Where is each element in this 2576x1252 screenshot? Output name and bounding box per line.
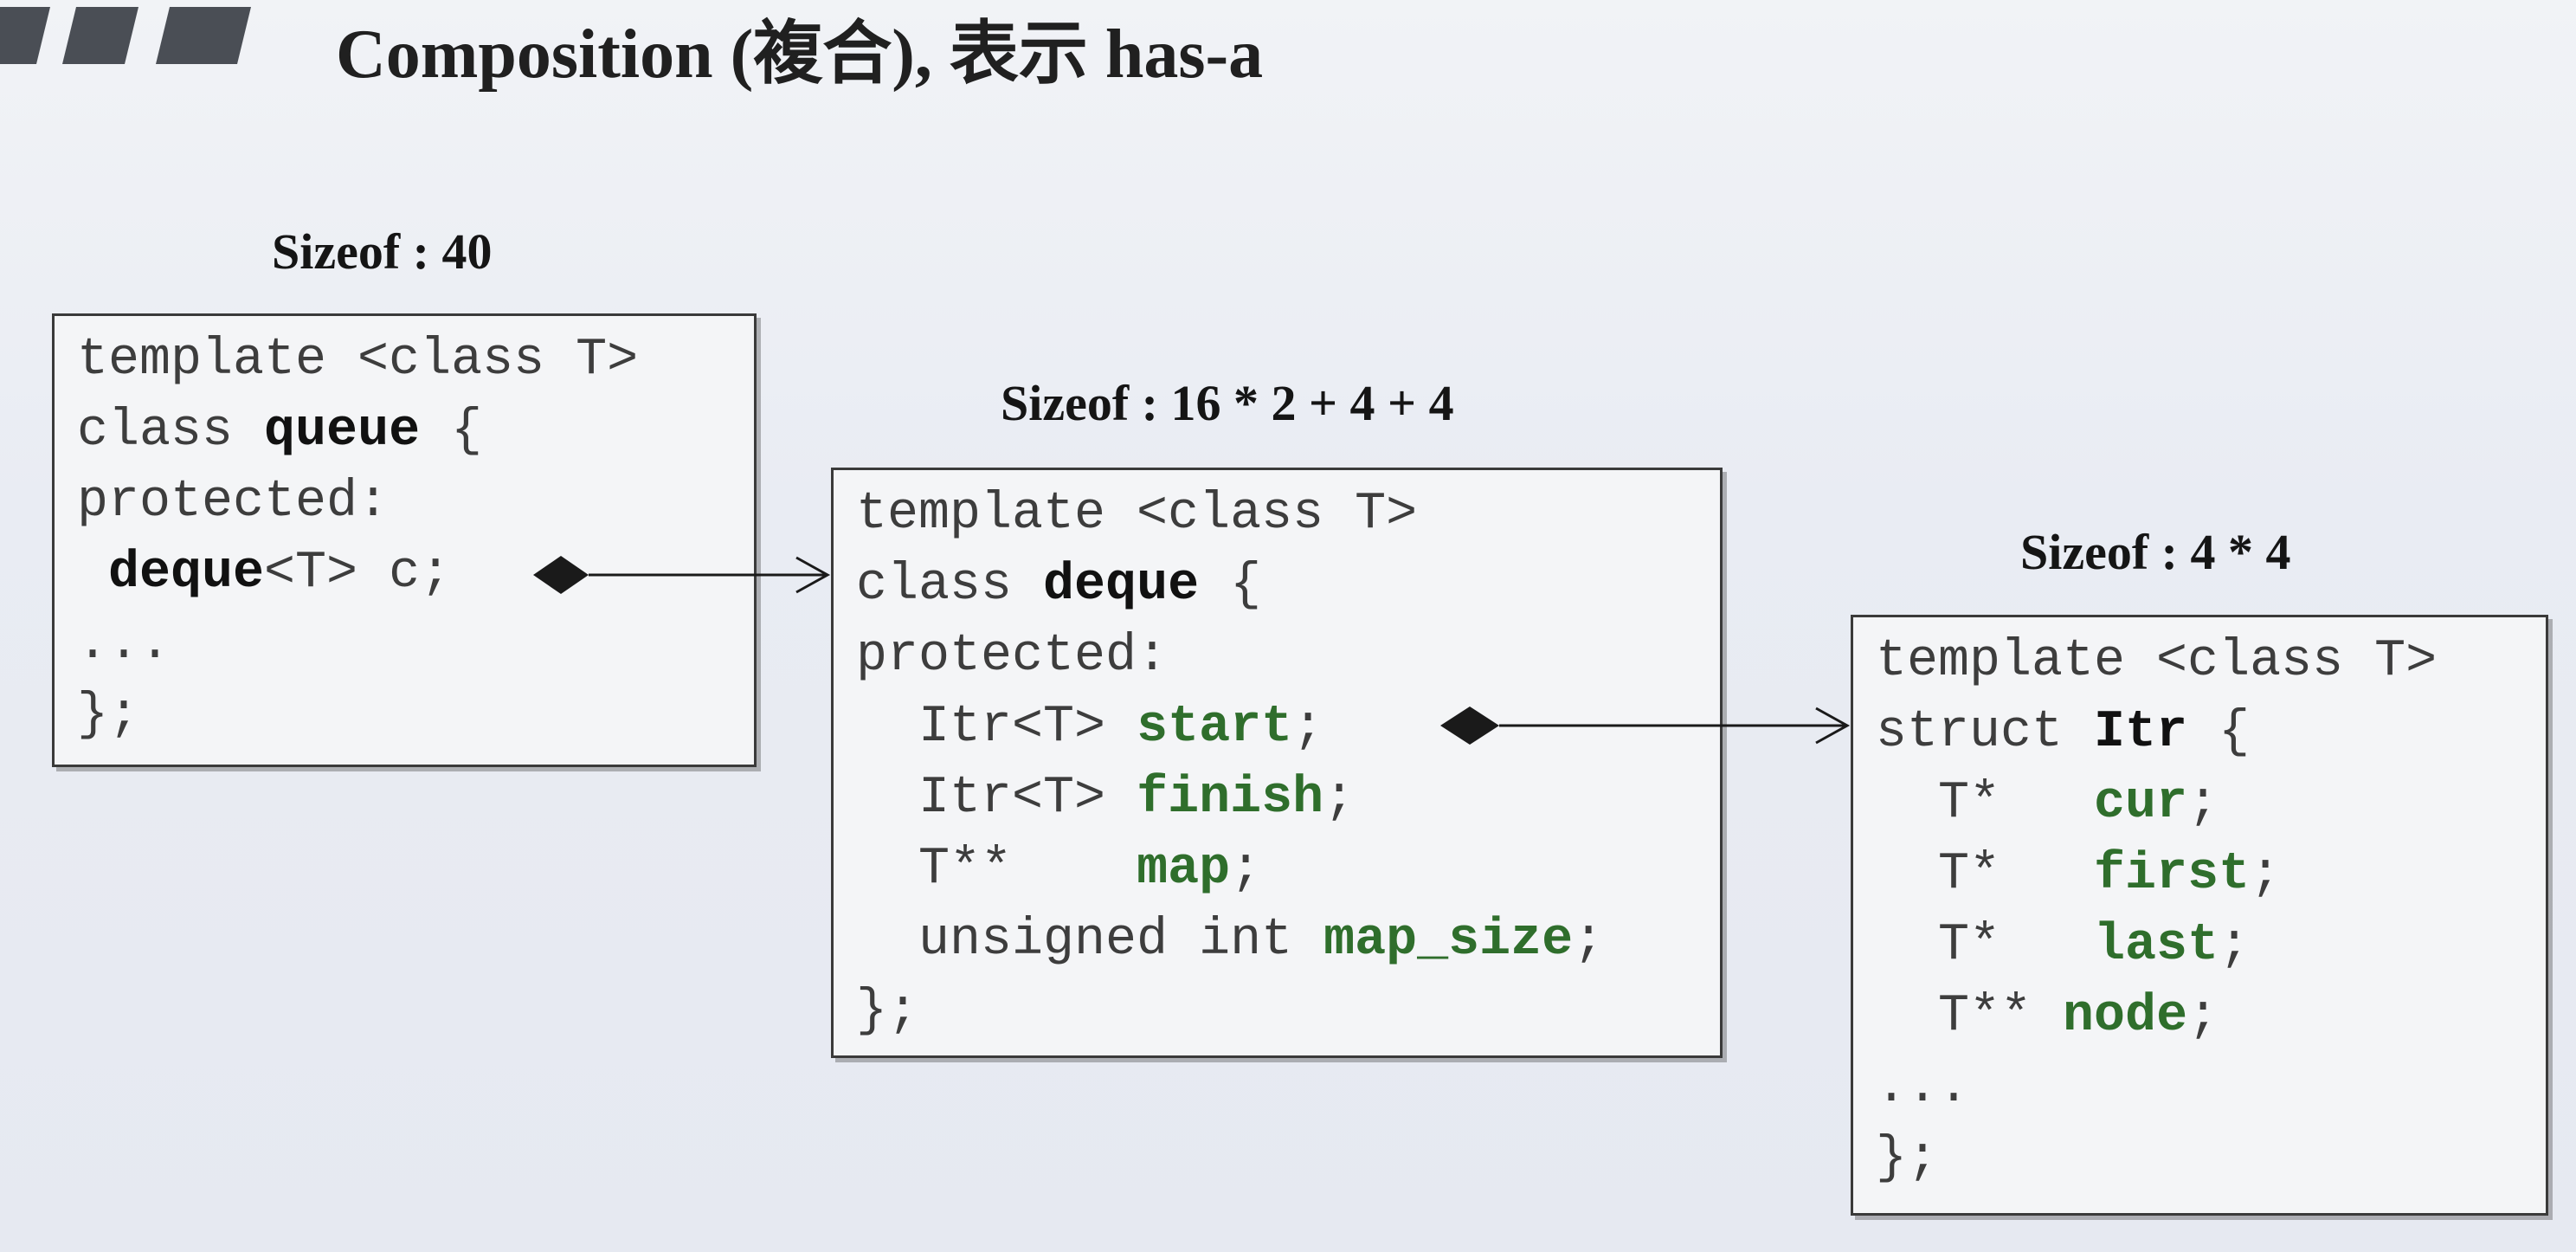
code-line: Itr<T> finish; — [856, 763, 1355, 834]
code-text: ; — [2187, 987, 2219, 1046]
type-name: deque — [1043, 556, 1200, 615]
arrow-head — [795, 556, 831, 594]
code-line: }; — [1876, 1123, 1938, 1194]
decoration-bar — [156, 7, 251, 64]
code-text: T* — [1876, 774, 2095, 833]
code-line: ... — [1876, 1052, 1969, 1123]
code-text: struct — [1876, 703, 2095, 762]
code-text: protected: — [77, 473, 390, 532]
code-line: template <class T> — [856, 479, 1417, 550]
code-text: class — [77, 402, 265, 461]
code-line: template <class T> — [77, 325, 638, 396]
member-name: node — [2063, 987, 2188, 1046]
code-text: unsigned int — [856, 911, 1324, 970]
member-name: map — [1137, 840, 1231, 899]
code-text: ... — [1876, 1058, 1970, 1117]
code-text: { — [1199, 556, 1262, 615]
slide-title: Composition (複合), 表示 has-a — [336, 16, 1264, 93]
code-line: protected: — [856, 621, 1168, 692]
type-name: queue — [264, 402, 421, 461]
member-name: map_size — [1323, 911, 1574, 970]
code-text: template <class T> — [77, 331, 639, 390]
code-line: class queue { — [77, 396, 482, 467]
code-text: T* — [1876, 916, 2095, 975]
member-name: start — [1137, 698, 1293, 757]
code-text: T** — [1876, 987, 2064, 1046]
deque-sizeof-label: Sizeof : 16 * 2 + 4 + 4 — [1001, 375, 1454, 431]
queue-class-box: template <class T> class queue { protected… — [52, 313, 757, 767]
code-line: }; — [856, 976, 918, 1047]
type-name: deque — [108, 544, 265, 603]
code-line: struct Itr { — [1876, 697, 2250, 768]
code-line: template <class T> — [1876, 626, 2437, 697]
code-text: ; — [1323, 769, 1356, 828]
title-decoration-bars — [0, 7, 251, 64]
code-line: unsigned int map_size; — [856, 905, 1604, 976]
member-name: last — [2094, 916, 2219, 975]
member-name: first — [2094, 845, 2251, 904]
code-text: ... — [77, 615, 171, 674]
code-text: ; — [1230, 840, 1262, 899]
code-text: Itr<T> — [856, 698, 1137, 757]
code-text: ; — [1573, 911, 1605, 970]
code-text: class — [856, 556, 1044, 615]
code-text: Itr<T> — [856, 769, 1137, 828]
code-text: <T> c; — [264, 544, 452, 603]
code-text: { — [420, 402, 483, 461]
code-text: }; — [856, 982, 919, 1041]
code-text — [77, 544, 108, 603]
code-text: T** — [856, 840, 1137, 899]
code-line: deque<T> c; — [77, 538, 451, 609]
code-line: T** map; — [856, 834, 1261, 905]
queue-sizeof-label: Sizeof : 40 — [272, 223, 493, 280]
decoration-bar — [0, 7, 50, 64]
code-text: ; — [2250, 845, 2282, 904]
code-line: T** node; — [1876, 981, 2219, 1052]
code-text: ; — [2219, 916, 2251, 975]
itr-sizeof-label: Sizeof : 4 * 4 — [2020, 524, 2291, 580]
code-line: T* cur; — [1876, 768, 2219, 839]
code-line: ... — [77, 609, 171, 680]
arrow-head — [1815, 707, 1851, 745]
decoration-bar — [62, 7, 138, 64]
code-line: T* first; — [1876, 839, 2281, 910]
code-line: class deque { — [856, 550, 1261, 621]
deque-class-box: template <class T> class deque { protected… — [831, 468, 1723, 1058]
code-line: protected: — [77, 467, 389, 538]
code-text: template <class T> — [856, 485, 1418, 544]
member-name: cur — [2094, 774, 2188, 833]
code-text: ; — [1292, 698, 1324, 757]
member-name: finish — [1137, 769, 1324, 828]
code-text: ; — [2187, 774, 2219, 833]
code-text: template <class T> — [1876, 632, 2438, 691]
type-name: Itr — [2094, 703, 2188, 762]
code-text: }; — [77, 686, 140, 745]
code-line: T* last; — [1876, 910, 2250, 981]
itr-struct-box: template <class T> struct Itr { T* cur; T… — [1851, 615, 2548, 1216]
code-text: }; — [1876, 1129, 1939, 1188]
code-line: Itr<T> start; — [856, 692, 1323, 763]
code-line: }; — [77, 680, 139, 751]
code-text: protected: — [856, 627, 1169, 686]
code-text: { — [2187, 703, 2251, 762]
code-text: T* — [1876, 845, 2095, 904]
